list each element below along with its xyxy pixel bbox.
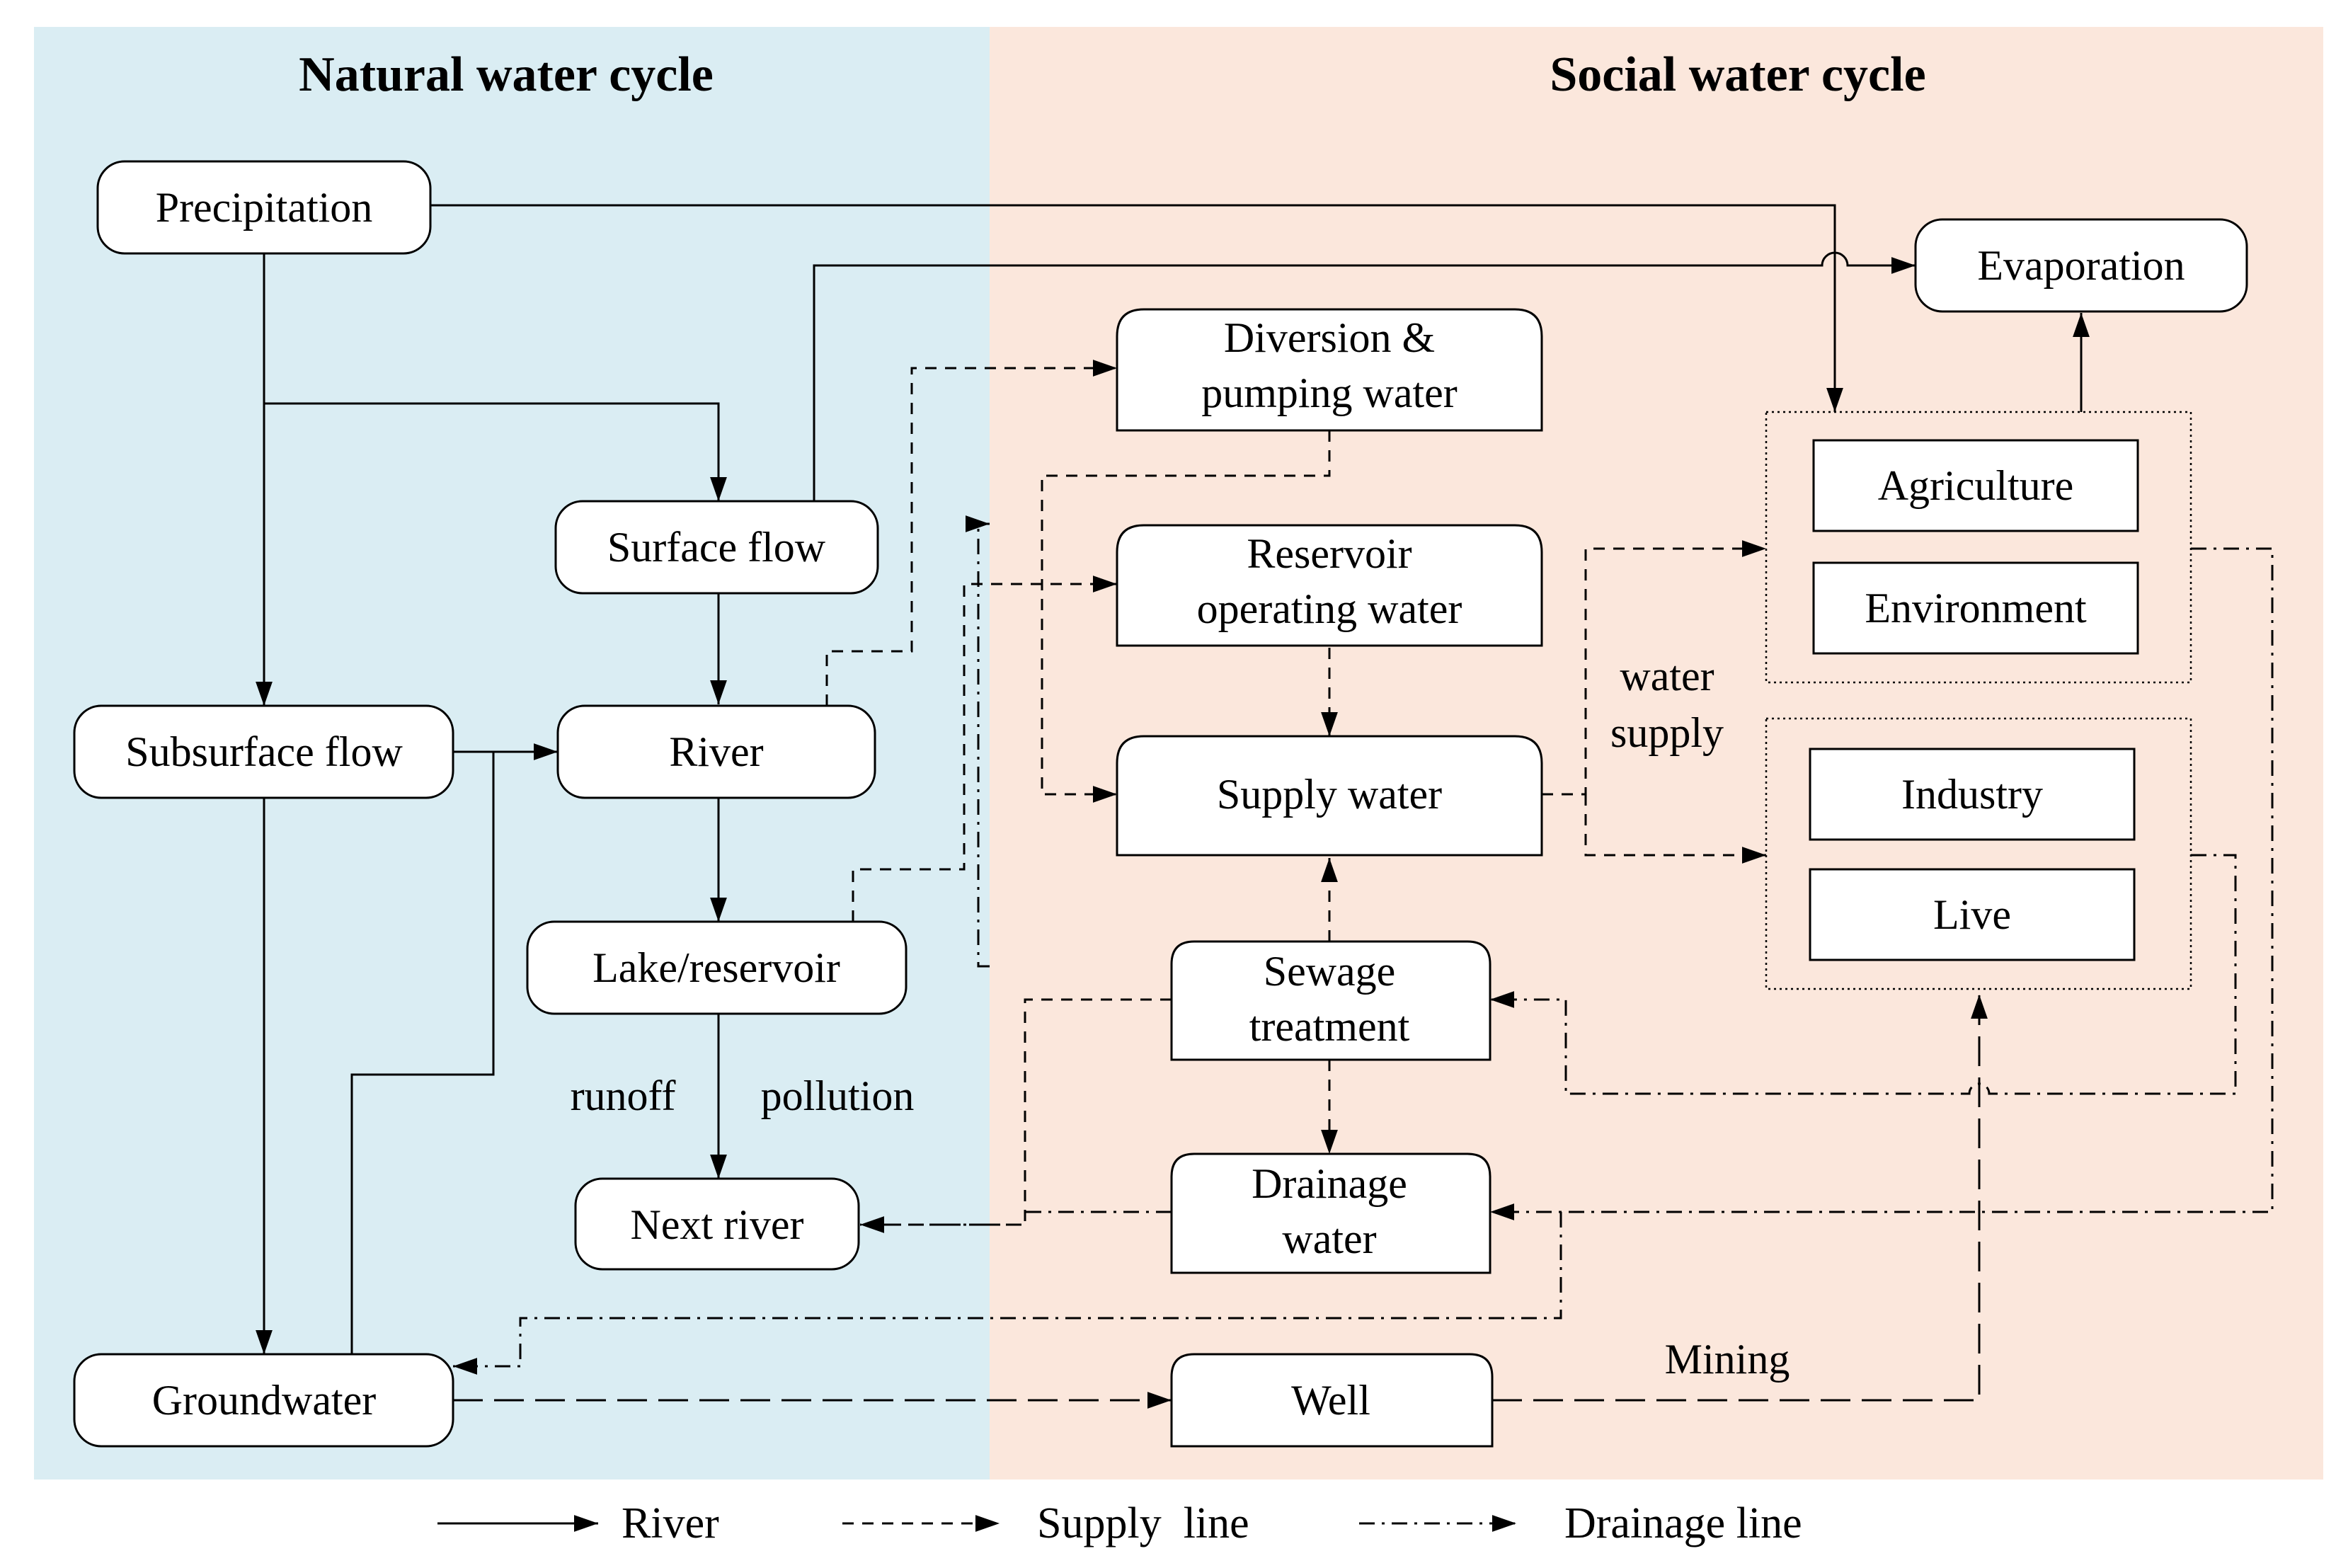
water-supply-label-line1: water: [1620, 653, 1714, 699]
supply-water-node: Supply water: [1116, 735, 1543, 857]
legend-drainage-label: Drainage line: [1564, 1499, 1802, 1547]
next-river-node: Next river: [574, 1177, 860, 1271]
diversion-label-line1: Diversion &: [1224, 314, 1435, 361]
sewage-treatment-node: Sewage treatment: [1170, 940, 1492, 1061]
lake-reservoir-node: Lake/reservoir: [526, 920, 908, 1015]
legend-drainage: Drainage line: [1359, 1499, 1802, 1547]
legend-supply: Supply line: [842, 1499, 1249, 1547]
lake-reservoir-label: Lake/reservoir: [592, 944, 840, 991]
water-supply-label-line2: supply: [1610, 709, 1724, 756]
subsurface-flow-label: Subsurface flow: [125, 728, 403, 775]
agriculture-environment-group: [1765, 411, 2192, 684]
sewage-label-line1: Sewage: [1264, 948, 1396, 995]
live-node: Live: [1809, 868, 2136, 961]
reservoir-operating-node: Reservoir operating water: [1116, 524, 1543, 647]
industry-node: Industry: [1809, 748, 2136, 841]
reservoir-operating-label-line2: operating water: [1197, 585, 1462, 632]
drainage-label-line1: Drainage: [1252, 1160, 1407, 1207]
legend: River Supply line Drainage line: [437, 1499, 1802, 1547]
supply-connectors: [825, 360, 1766, 1226]
drainage-label-line2: water: [1282, 1215, 1376, 1262]
precipitation-node: Precipitation: [96, 160, 432, 255]
mining-label: Mining: [1665, 1336, 1790, 1383]
diversion-pumping-node: Diversion & pumping water: [1116, 308, 1543, 432]
agriculture-label: Agriculture: [1878, 462, 2074, 509]
industry-live-group: [1765, 717, 2192, 990]
groundwater-node: Groundwater: [73, 1353, 454, 1448]
diversion-label-line2: pumping water: [1201, 370, 1458, 416]
river-connectors: [256, 204, 2090, 1356]
social-region-title: Social water cycle: [1550, 47, 1925, 102]
reservoir-operating-label-line1: Reservoir: [1247, 530, 1412, 577]
legend-river-label: River: [622, 1499, 719, 1547]
pollution-label: pollution: [761, 1072, 915, 1119]
surface-flow-node: Surface flow: [554, 500, 879, 595]
live-label: Live: [1933, 891, 2011, 938]
river-label: River: [669, 728, 763, 775]
precipitation-label: Precipitation: [156, 184, 373, 231]
agriculture-node: Agriculture: [1812, 439, 2139, 532]
well-label: Well: [1291, 1377, 1370, 1424]
surface-flow-label: Surface flow: [607, 524, 826, 571]
evaporation-label: Evaporation: [1977, 242, 2185, 289]
drainage-water-node: Drainage water: [1170, 1152, 1492, 1274]
subsurface-flow-node: Subsurface flow: [73, 704, 454, 799]
next-river-label: Next river: [631, 1201, 804, 1248]
well-node: Well: [1170, 1353, 1494, 1448]
supply-water-label: Supply water: [1217, 771, 1442, 818]
river-node: River: [556, 704, 876, 799]
mining-connectors: [453, 995, 1988, 1409]
environment-node: Environment: [1812, 561, 2139, 655]
legend-supply-label: Supply line: [1037, 1499, 1249, 1547]
groundwater-label: Groundwater: [152, 1377, 377, 1424]
industry-label: Industry: [1901, 771, 2043, 818]
evaporation-node: Evaporation: [1914, 218, 2248, 313]
legend-river: River: [437, 1499, 719, 1547]
environment-label: Environment: [1865, 585, 2087, 631]
sewage-label-line2: treatment: [1249, 1003, 1410, 1050]
runoff-label: runoff: [571, 1072, 676, 1119]
natural-region-title: Natural water cycle: [299, 47, 714, 102]
